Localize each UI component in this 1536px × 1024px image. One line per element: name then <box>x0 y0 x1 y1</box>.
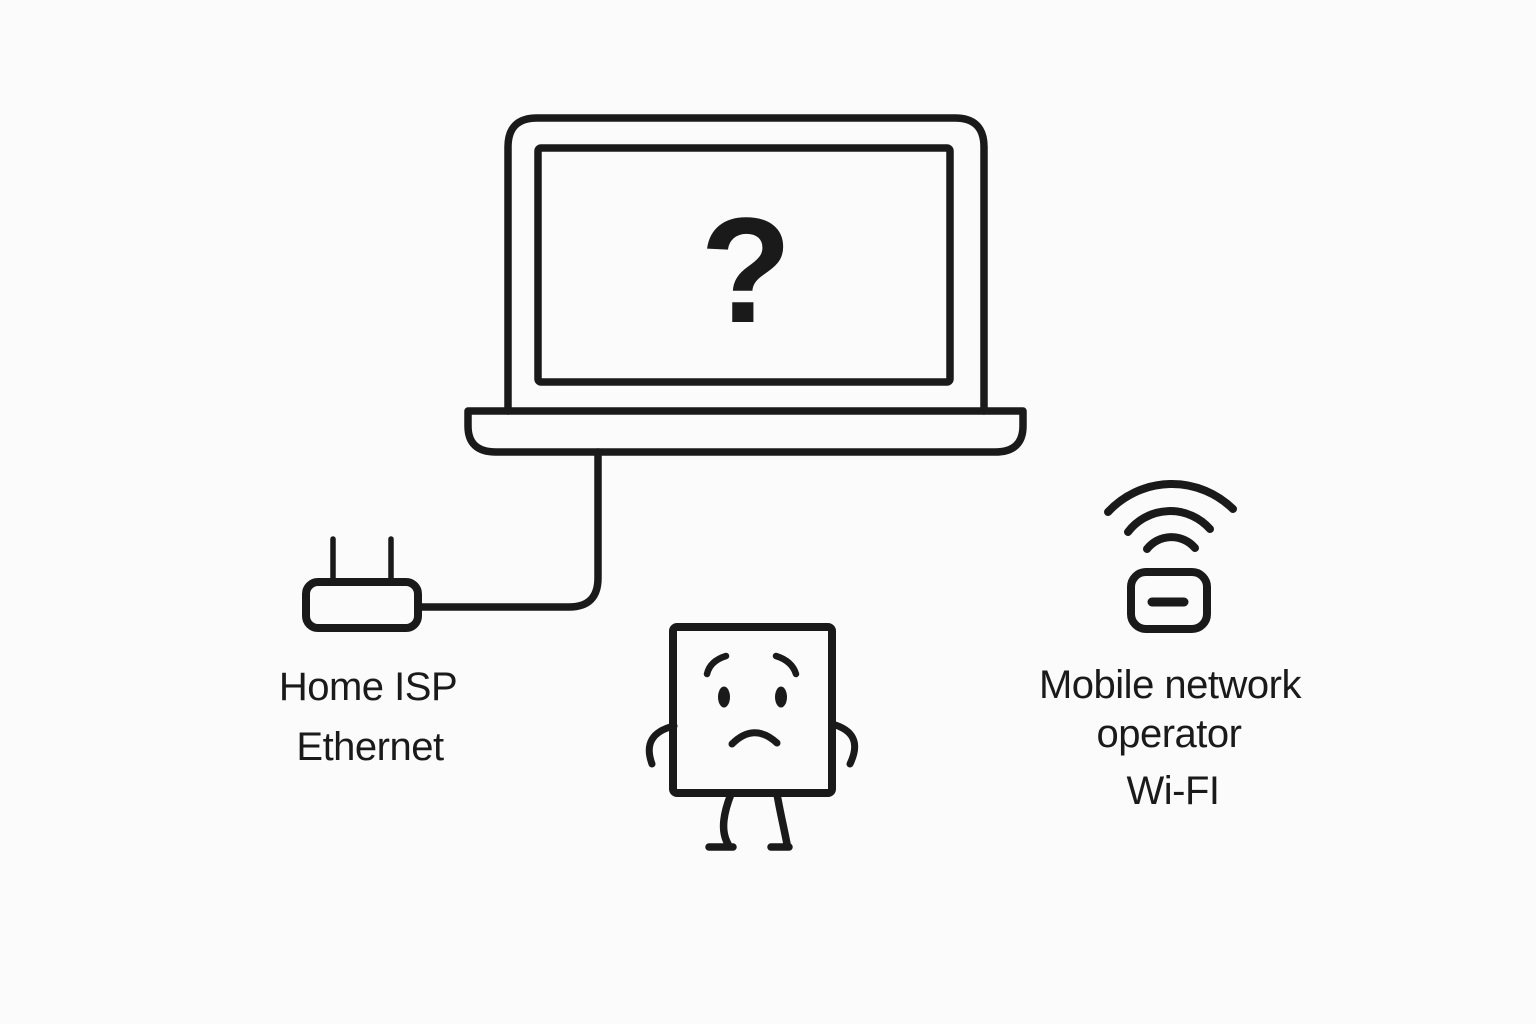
wifi-label: Wi-FI <box>1126 769 1219 813</box>
laptop-screen <box>534 144 954 386</box>
wifi-wave-middle <box>1124 507 1214 536</box>
wifi-wave-inner <box>1143 533 1199 553</box>
character-arm-left <box>645 722 678 768</box>
router-body <box>302 578 422 632</box>
character-frown-mouth <box>728 729 781 748</box>
hotspot-device-body <box>1127 568 1211 633</box>
home-isp-label: Home ISP <box>279 665 457 709</box>
character-eyebrow-left <box>703 652 730 678</box>
ethernet-label: Ethernet <box>296 725 444 769</box>
wifi-wave-outer <box>1104 480 1237 516</box>
mobile-network-label: Mobile network <box>1039 663 1303 707</box>
character-leg-left <box>719 790 735 848</box>
character-arm-right <box>828 720 858 768</box>
laptop-icon: ? <box>464 114 1027 456</box>
character-eye-left <box>718 686 730 708</box>
operator-label: operator <box>1097 712 1242 756</box>
character-eyebrow-right <box>772 652 800 678</box>
ethernet-cable-line <box>416 448 602 611</box>
character-leg-right <box>773 790 791 848</box>
mobile-hotspot-icon <box>1104 480 1237 633</box>
character-body <box>669 623 836 797</box>
sad-square-character-icon <box>645 623 858 851</box>
character-eye-right <box>775 686 787 708</box>
laptop-lid-outline <box>504 114 988 415</box>
router-icon <box>302 536 422 632</box>
question-mark-on-screen: ? <box>700 186 792 354</box>
laptop-base <box>464 407 1027 456</box>
